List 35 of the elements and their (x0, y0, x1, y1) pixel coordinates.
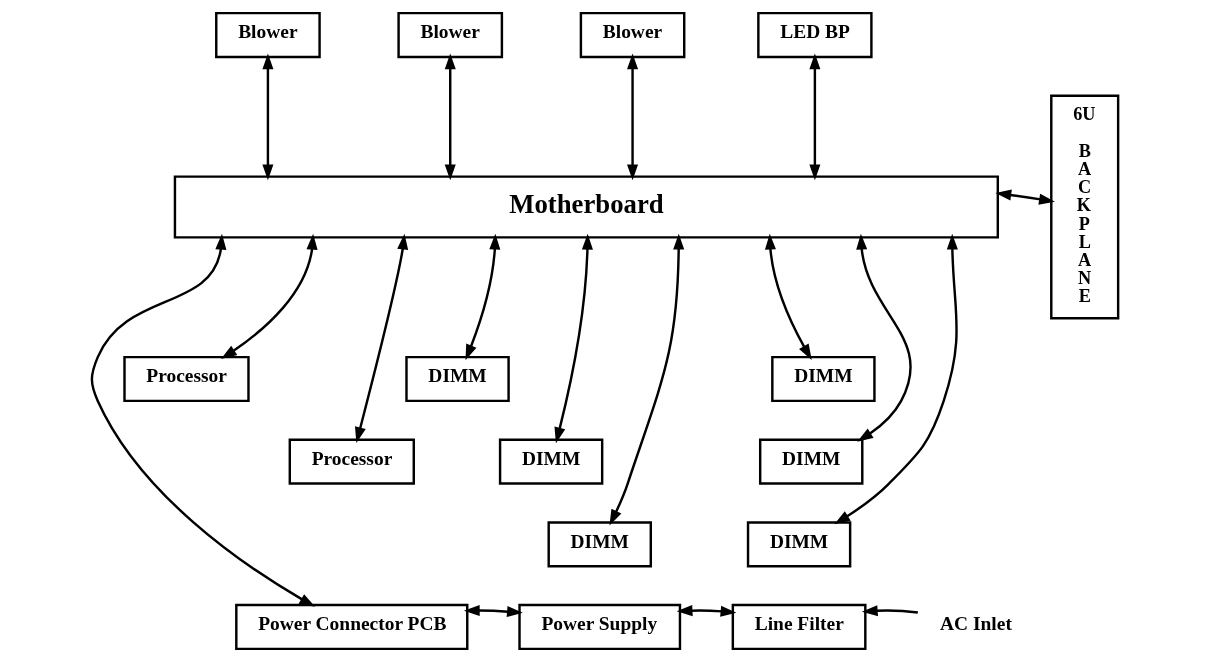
arrow (608, 233, 684, 526)
node-box: DIMM (758, 438, 863, 485)
node-box: DIMM (498, 438, 603, 485)
node-box: Processor (122, 355, 250, 403)
arrow (261, 53, 273, 181)
arrow (464, 233, 500, 361)
arrow (855, 233, 912, 442)
arrow (676, 605, 736, 617)
node-box: 6U BACKPLANE (1049, 94, 1119, 320)
arrow (626, 53, 638, 181)
arrow (764, 233, 812, 361)
node-box: DIMM (404, 355, 510, 403)
arrow (463, 605, 523, 618)
arrow (354, 233, 408, 444)
node-box: Power Supply (517, 603, 681, 651)
node-box: DIMM (546, 521, 652, 568)
arrow (994, 189, 1055, 205)
arrow (90, 233, 315, 607)
node-box: DIMM (770, 355, 876, 403)
node-box: Line Filter (731, 603, 867, 651)
arrow (444, 53, 456, 181)
node-box: Blower (396, 11, 503, 59)
node-box: Processor (288, 438, 415, 485)
arrow (833, 233, 958, 525)
node-text: AC Inlet (939, 613, 1012, 635)
node-box: DIMM (746, 521, 851, 568)
arrow (553, 233, 593, 444)
node-box: Power Connector PCB (234, 603, 468, 651)
node-box: Blower (579, 11, 685, 59)
arrow (808, 53, 820, 181)
arrow (220, 233, 318, 360)
node-box: Blower (214, 11, 321, 59)
node-box: Motherboard (173, 175, 999, 239)
arrow (861, 605, 918, 617)
node-box: LED BP (756, 11, 873, 59)
